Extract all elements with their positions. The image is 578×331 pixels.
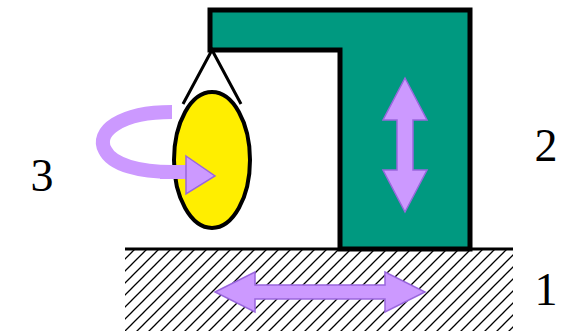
slider-body — [210, 10, 470, 249]
translation-arrow — [383, 78, 427, 212]
pendulum-body — [174, 92, 250, 228]
callout-number: 1 — [535, 267, 558, 313]
callout-number: 3 — [31, 153, 54, 199]
ground-hatching — [125, 249, 513, 331]
rotation-arrow-back — [103, 112, 172, 172]
ground-arrow — [215, 272, 425, 312]
callout-number: 2 — [535, 123, 558, 169]
rotation-arrowhead — [186, 156, 215, 194]
